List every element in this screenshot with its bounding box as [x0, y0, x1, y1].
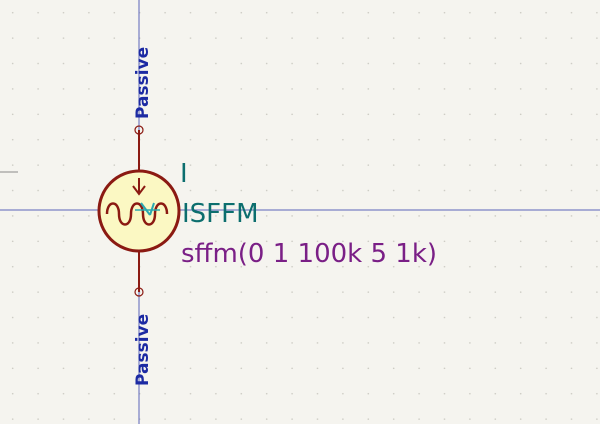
- sine-wave-icon: [105, 202, 169, 226]
- current-source-symbol[interactable]: [97, 169, 181, 253]
- symbol-body-circle: [97, 169, 181, 253]
- cursor-icon: [135, 202, 160, 216]
- pin-bottom-connection-point[interactable]: [134, 287, 144, 297]
- pin-top-connection-point[interactable]: [134, 125, 144, 135]
- pin-top-type-label: Passive: [133, 47, 153, 119]
- spice-model-field[interactable]: sffm(0 1 100k 5 1k): [181, 239, 437, 269]
- reference-designator[interactable]: I: [180, 159, 188, 189]
- pin-bottom-type-label: Passive: [133, 314, 153, 386]
- pin-top[interactable]: [134, 125, 144, 172]
- pin-bottom[interactable]: [134, 250, 144, 297]
- current-arrow-icon: [132, 178, 146, 196]
- symbol-value[interactable]: ISFFM: [182, 199, 259, 229]
